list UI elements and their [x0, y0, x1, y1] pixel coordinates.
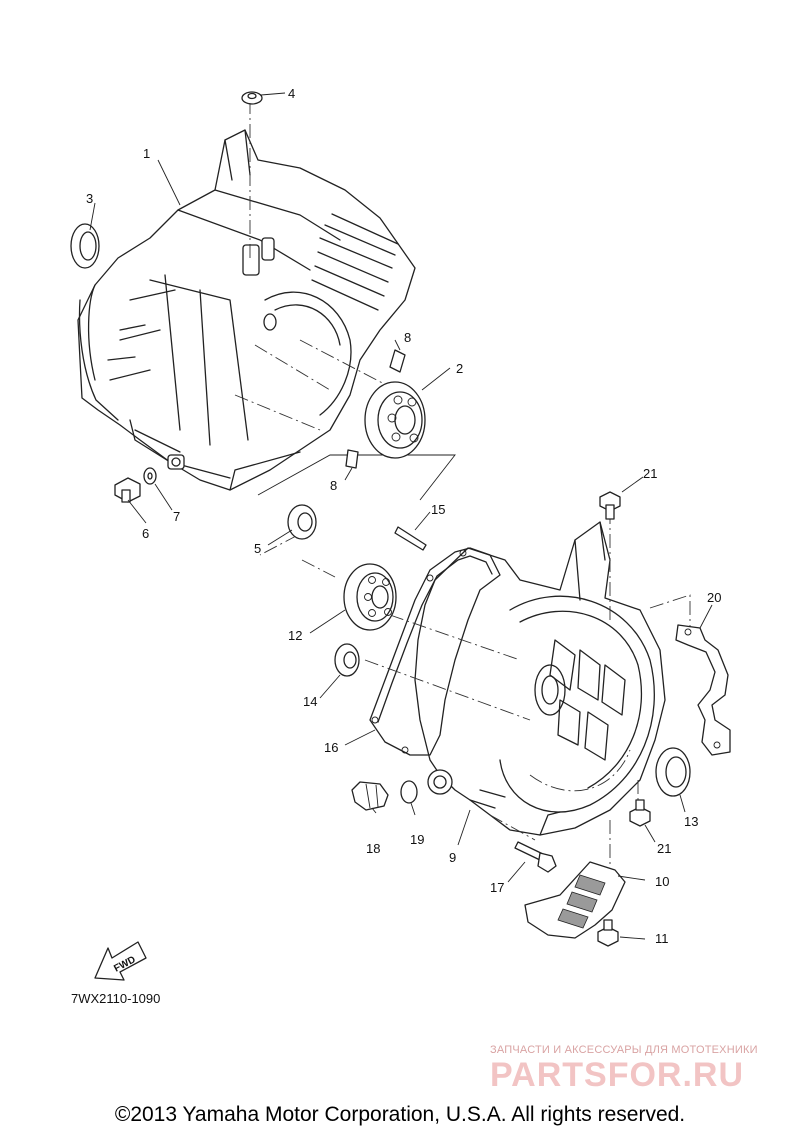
bolt-part-21-bottom: [629, 799, 651, 827]
oil-seal-part-3: [70, 223, 100, 269]
crankcase-right: [414, 521, 666, 836]
callout-21-bottom: 21: [657, 841, 671, 856]
bolt-part-21-top: [599, 491, 621, 520]
callout-14: 14: [303, 694, 317, 709]
callout-16: 16: [324, 740, 338, 755]
oil-seal-part-13: [655, 747, 691, 797]
callout-17: 17: [490, 880, 504, 895]
callout-21-top: 21: [643, 466, 657, 481]
bracket-part-20: [675, 624, 731, 756]
gasket: [369, 547, 501, 756]
callout-10: 10: [655, 874, 669, 889]
leader-lines: [89, 92, 713, 940]
callout-7: 7: [173, 509, 180, 524]
watermark-brand: PARTSFOR.RU: [490, 1056, 745, 1094]
bolt-part-6: [114, 477, 141, 503]
callout-11: 11: [655, 931, 669, 946]
fwd-arrow-icon: FWD: [94, 941, 147, 981]
bearing-part-2: [364, 381, 426, 459]
callout-4: 4: [288, 86, 295, 101]
callout-19: 19: [410, 832, 424, 847]
crankcase-left: [77, 129, 416, 491]
callout-numbers: 1 2 3 4 5 6 7 8 8 9 10 11 12 13 14 15 16…: [86, 86, 721, 946]
bearing-part-5: [287, 504, 317, 540]
diagram-code: 7WX2110-1090: [71, 991, 161, 1006]
callout-18: 18: [366, 841, 380, 856]
watermark-tagline: ЗАПЧАСТИ И АКСЕССУАРЫ ДЛЯ МОТОТЕХНИКИ: [490, 1044, 758, 1056]
callout-13: 13: [684, 814, 698, 829]
dowel-pin-part-8: [345, 349, 406, 469]
washer-part-4: [241, 91, 263, 105]
callout-8-upper: 8: [404, 330, 411, 345]
bearing-part-12: [343, 563, 397, 631]
callout-12: 12: [288, 628, 302, 643]
callout-20: 20: [707, 590, 721, 605]
o-ring-part-19: [400, 780, 418, 804]
callout-15: 15: [431, 502, 445, 517]
bolt-part-11: [597, 919, 619, 947]
copyright-notice: ©2013 Yamaha Motor Corporation, U.S.A. A…: [114, 1103, 686, 1126]
oil-seal-part-14: [334, 643, 360, 677]
bolt-part-17: [514, 841, 557, 873]
callout-2: 2: [456, 361, 463, 376]
callout-6: 6: [142, 526, 149, 541]
callout-1: 1: [143, 146, 150, 161]
callout-5: 5: [254, 541, 261, 556]
drain-plug-part-18: [351, 781, 389, 811]
watermark: ЗАПЧАСТИ И АКСЕССУАРЫ ДЛЯ МОТОТЕХНИКИ PA…: [490, 1044, 790, 1094]
pin-part-15: [394, 526, 427, 551]
callout-8-lower: 8: [330, 478, 337, 493]
guard-part-10: [524, 861, 626, 939]
callout-3: 3: [86, 191, 93, 206]
washer-part-7: [143, 467, 157, 485]
callout-9: 9: [449, 850, 456, 865]
